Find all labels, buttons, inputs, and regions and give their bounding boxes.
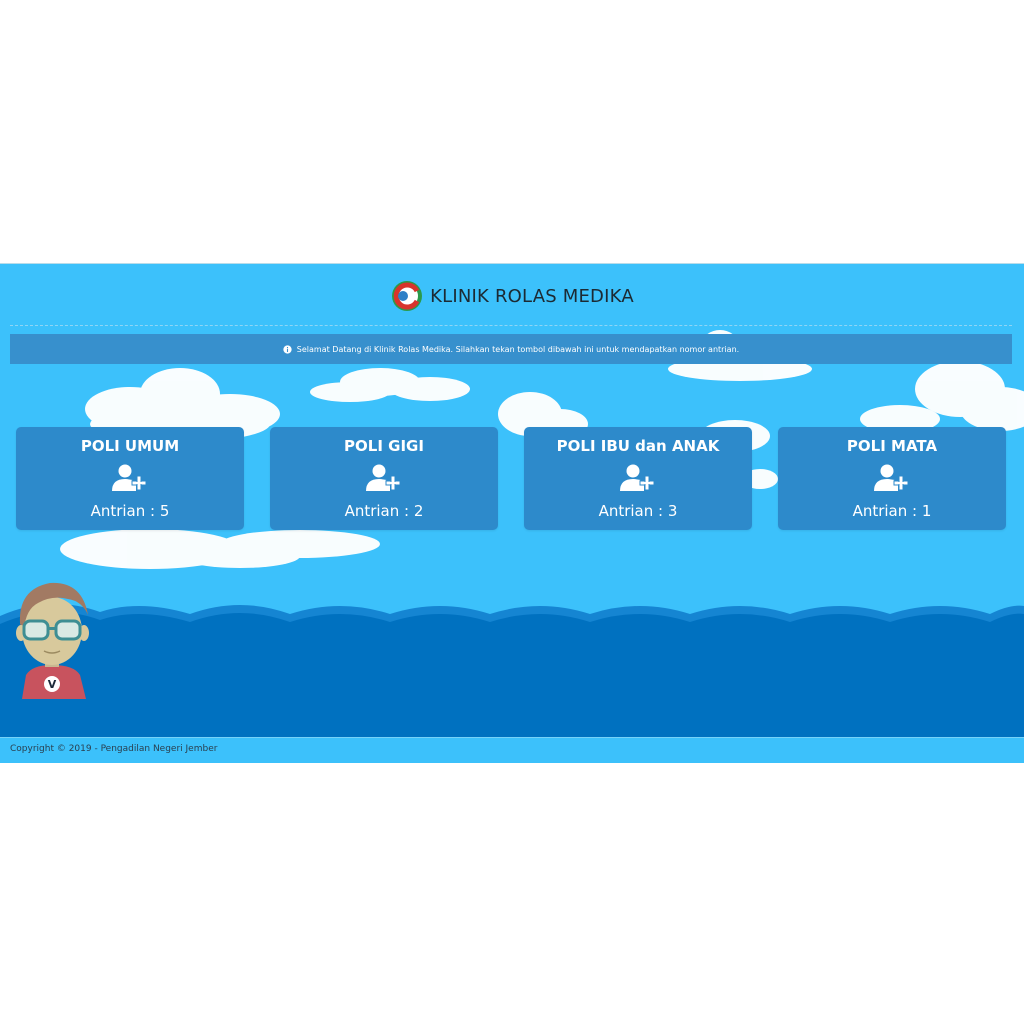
clouds: [60, 330, 1024, 569]
queue-count: Antrian : 1: [852, 502, 932, 520]
welcome-alert: Selamat Datang di Klinik Rolas Medika. S…: [10, 334, 1012, 364]
card-title: POLI UMUM: [80, 437, 180, 455]
footer: Copyright © 2019 - Pengadilan Negeri Jem…: [0, 737, 1024, 763]
user-add-icon: [620, 464, 655, 491]
queue-count: Antrian : 2: [344, 502, 424, 520]
header-divider: [10, 325, 1012, 326]
clinic-logo-icon: [392, 281, 423, 311]
copyright-text: Copyright © 2019 - Pengadilan Negeri Jem…: [10, 744, 218, 754]
header: KLINIK ROLAS MEDIKA: [0, 278, 1024, 314]
poli-card-list: POLI UMUM Antrian : 5 POLI GIGI: [16, 427, 1008, 530]
welcome-message: Selamat Datang di Klinik Rolas Medika. S…: [296, 344, 740, 354]
svg-text:V: V: [48, 678, 57, 691]
info-circle-icon: [283, 344, 292, 354]
poli-ibu-anak-button[interactable]: POLI IBU dan ANAK Antrian : 3: [524, 427, 752, 530]
app-screen: KLINIK ROLAS MEDIKA Selamat Datang di Kl…: [0, 263, 1024, 763]
background-scene: [0, 330, 1024, 763]
poli-gigi-button[interactable]: POLI GIGI Antrian : 2: [270, 427, 498, 530]
mascot-character-icon: V: [16, 582, 89, 699]
card-title: POLI IBU dan ANAK: [556, 437, 720, 455]
user-add-icon: [874, 464, 909, 491]
card-title: POLI GIGI: [344, 437, 424, 455]
queue-count: Antrian : 3: [598, 502, 678, 520]
card-title: POLI MATA: [846, 437, 938, 455]
poli-mata-button[interactable]: POLI MATA Antrian : 1: [778, 427, 1006, 530]
wave-dark: [0, 611, 1024, 763]
poli-umum-button[interactable]: POLI UMUM Antrian : 5: [16, 427, 244, 530]
site-title: KLINIK ROLAS MEDIKA: [430, 285, 634, 307]
user-add-icon: [366, 464, 401, 491]
user-add-icon: [112, 464, 147, 491]
queue-count: Antrian : 5: [90, 502, 170, 520]
